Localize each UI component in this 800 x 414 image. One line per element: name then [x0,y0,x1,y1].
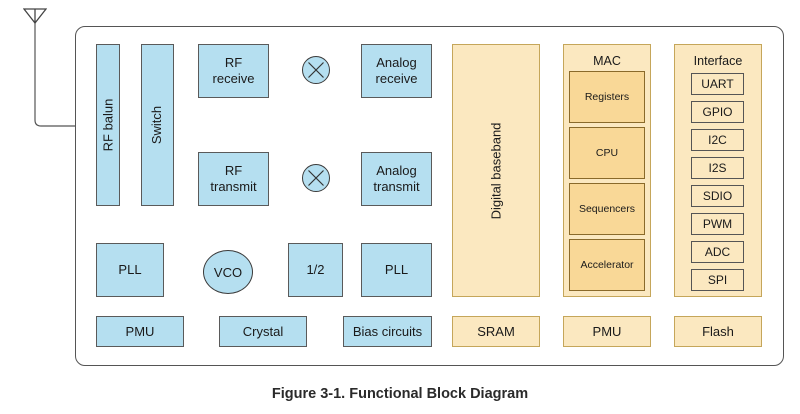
interface-gpio-label: GPIO [702,105,733,119]
analog-transmit-line2: transmit [373,179,420,194]
analog-receive-line1: Analog [376,55,417,70]
interface-uart-label: UART [701,77,734,91]
tx-mixer-icon [302,164,330,192]
mac-cpu-block: CPU [569,127,645,179]
vco-label: VCO [213,264,243,280]
pmu-rf-label: PMU [125,323,155,339]
rf-transmit-block: RF transmit [198,152,269,206]
pll-right-block: PLL [361,243,432,297]
sram-label: SRAM [477,323,515,339]
rf-balun-label: RF balun [100,98,115,152]
interface-i2c-label: I2C [708,133,727,147]
antenna-icon [23,8,47,24]
analog-transmit-block: Analog transmit [361,152,432,206]
bias-circuits-block: Bias circuits [343,316,432,347]
mac-registers-block: Registers [569,71,645,123]
crystal-block: Crystal [219,316,307,347]
interface-pwm: PWM [691,213,744,235]
interface-i2s-label: I2S [708,161,727,175]
interface-sdio-label: SDIO [702,189,733,203]
switch-label: Switch [149,105,165,145]
mac-sequencers-block: Sequencers [569,183,645,235]
pll-right-label: PLL [384,262,409,277]
interface-spi-label: SPI [707,273,728,287]
interface-i2c: I2C [691,129,744,151]
pll-left-block: PLL [96,243,164,297]
bias-circuits-label: Bias circuits [352,323,423,339]
mac-cpu-label: CPU [595,147,619,159]
interface-uart: UART [691,73,744,95]
pmu-rf-block: PMU [96,316,184,347]
rf-receive-line1: RF [224,55,243,70]
sram-block: SRAM [452,316,540,347]
figure-caption: Figure 3-1. Functional Block Diagram [271,386,529,402]
interface-spi: SPI [691,269,744,291]
rf-balun-block: RF balun [96,44,120,206]
analog-receive-block: Analog receive [361,44,432,98]
interface-pwm-label: PWM [702,217,733,231]
interface-sdio: SDIO [691,185,744,207]
flash-block: Flash [674,316,762,347]
mac-sequencers-label: Sequencers [578,203,636,215]
mac-title: MAC [593,54,621,68]
analog-transmit-line1: Analog [376,163,417,178]
interface-adc: ADC [691,241,744,263]
interface-i2s: I2S [691,157,744,179]
rf-transmit-line2: transmit [210,179,257,194]
mac-registers-label: Registers [584,91,630,103]
rx-mixer-icon [302,56,330,84]
interface-title: Interface [693,54,743,68]
digital-baseband-label: Digital baseband [488,122,504,219]
divider-label: 1/2 [306,262,325,277]
mac-accelerator-label: Accelerator [580,259,634,271]
rf-transmit-line1: RF [224,163,243,178]
analog-receive-line2: receive [375,71,418,86]
interface-adc-label: ADC [704,245,731,259]
switch-block: Switch [141,44,174,206]
divider-block: 1/2 [288,243,343,297]
pmu-digital-label: PMU [592,323,622,339]
mac-accelerator-block: Accelerator [569,239,645,291]
vco-block: VCO [203,250,253,294]
pll-left-label: PLL [118,262,142,277]
flash-label: Flash [702,323,734,339]
interface-gpio: GPIO [691,101,744,123]
crystal-label: Crystal [242,323,284,339]
digital-baseband-block: Digital baseband [452,44,540,297]
rf-receive-block: RF receive [198,44,269,98]
pmu-digital-block: PMU [563,316,651,347]
rf-receive-line2: receive [212,71,255,86]
